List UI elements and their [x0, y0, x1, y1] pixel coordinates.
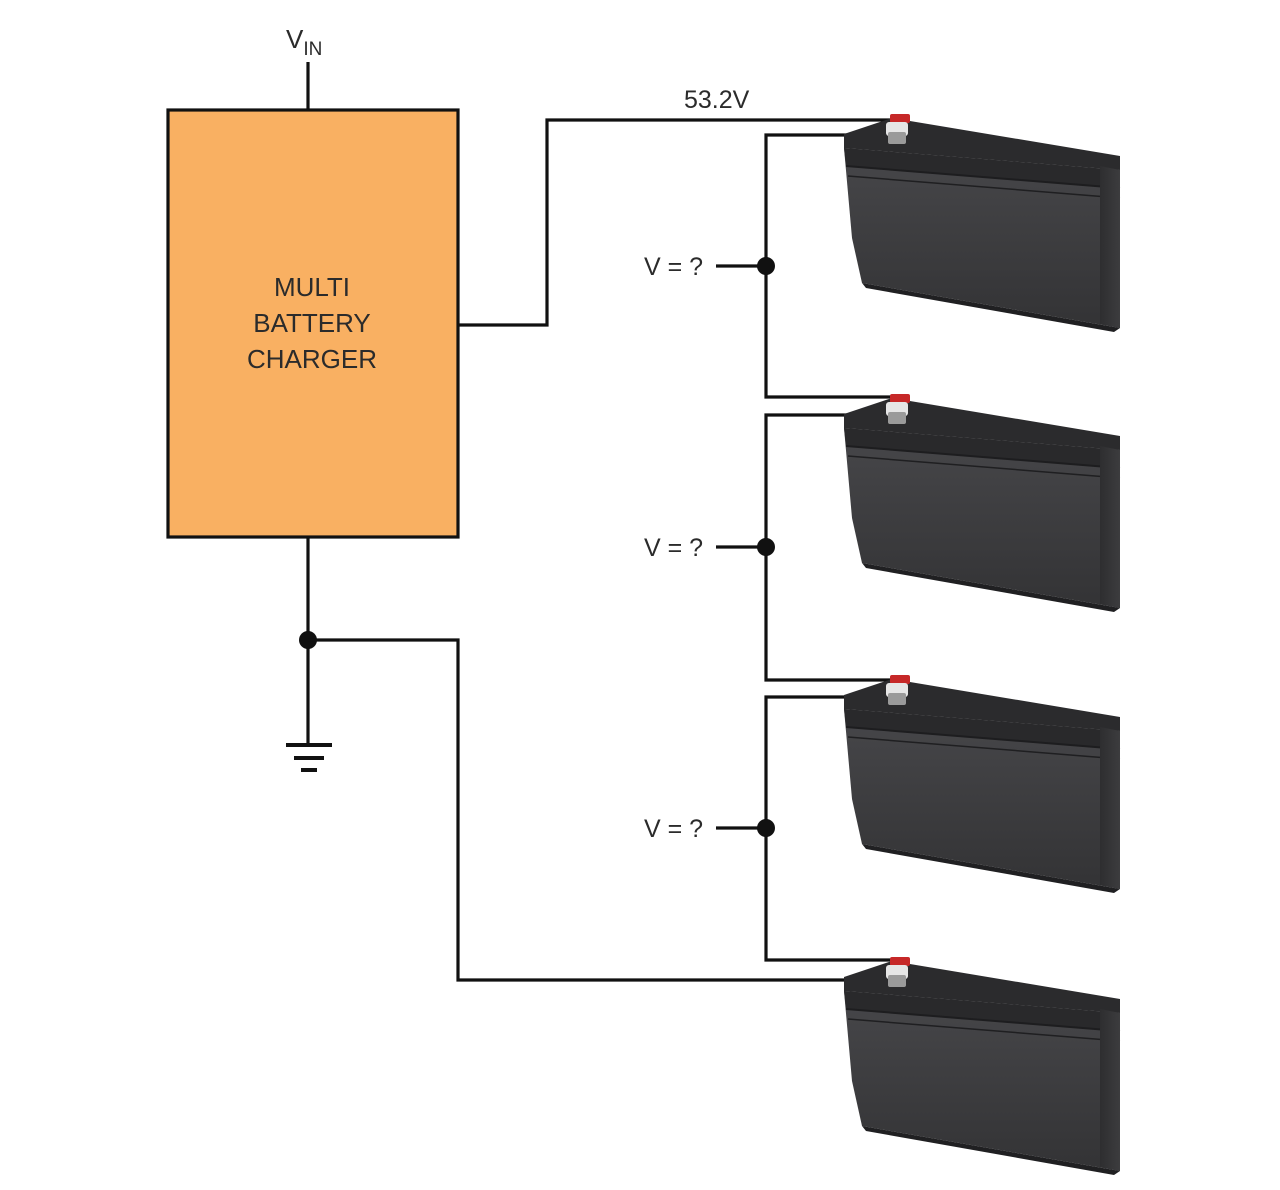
tap-dot-3 — [757, 819, 775, 837]
tap-label-1: V = ? — [644, 253, 703, 281]
tap-label-3: V = ? — [644, 815, 703, 843]
battery-3 — [843, 674, 1121, 894]
charger-label-line-1: MULTI — [274, 272, 350, 302]
tap-dot-2 — [757, 538, 775, 556]
charger-block — [166, 108, 460, 539]
vin-label: VIN — [286, 24, 322, 60]
charger-label-line-2: BATTERY — [253, 308, 371, 338]
tap-dot-1 — [757, 257, 775, 275]
charger-label-line-3: CHARGER — [247, 344, 377, 374]
battery-2 — [843, 393, 1121, 613]
tap-label-2: V = ? — [644, 534, 703, 562]
battery-1 — [843, 113, 1121, 333]
return-wire — [308, 638, 870, 982]
output-wire — [458, 118, 900, 327]
battery-4 — [843, 956, 1121, 1176]
ground-symbol — [286, 743, 332, 772]
output-voltage-label: 53.2V — [684, 86, 750, 114]
